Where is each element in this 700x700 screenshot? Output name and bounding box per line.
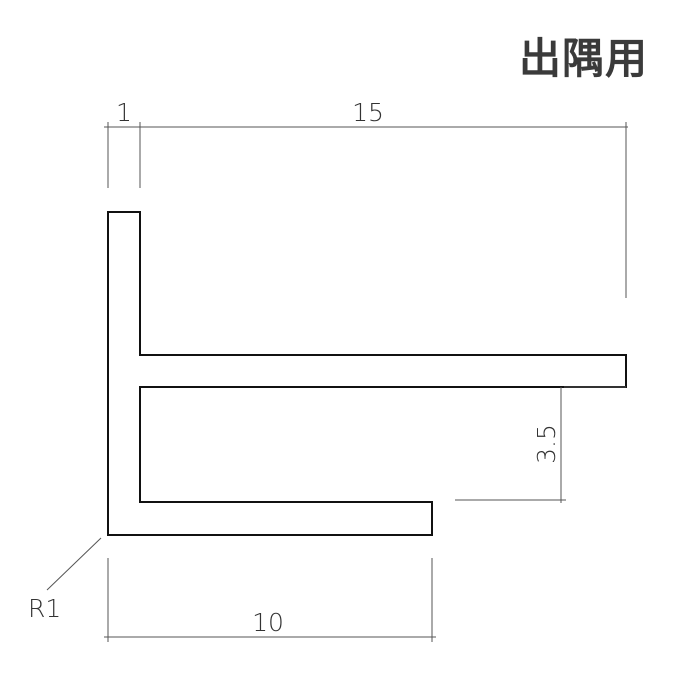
dim-flange-label: 15: [352, 98, 384, 127]
dim-base-label: 10: [252, 608, 284, 637]
profile-outline: [107, 211, 627, 536]
page-title: 出隅用: [518, 34, 648, 83]
radius-leader: [46, 537, 102, 591]
dim-thickness-label: 1: [116, 98, 132, 127]
dim-leg-label: 3.5: [532, 424, 561, 464]
radius-label: R1: [28, 594, 61, 623]
